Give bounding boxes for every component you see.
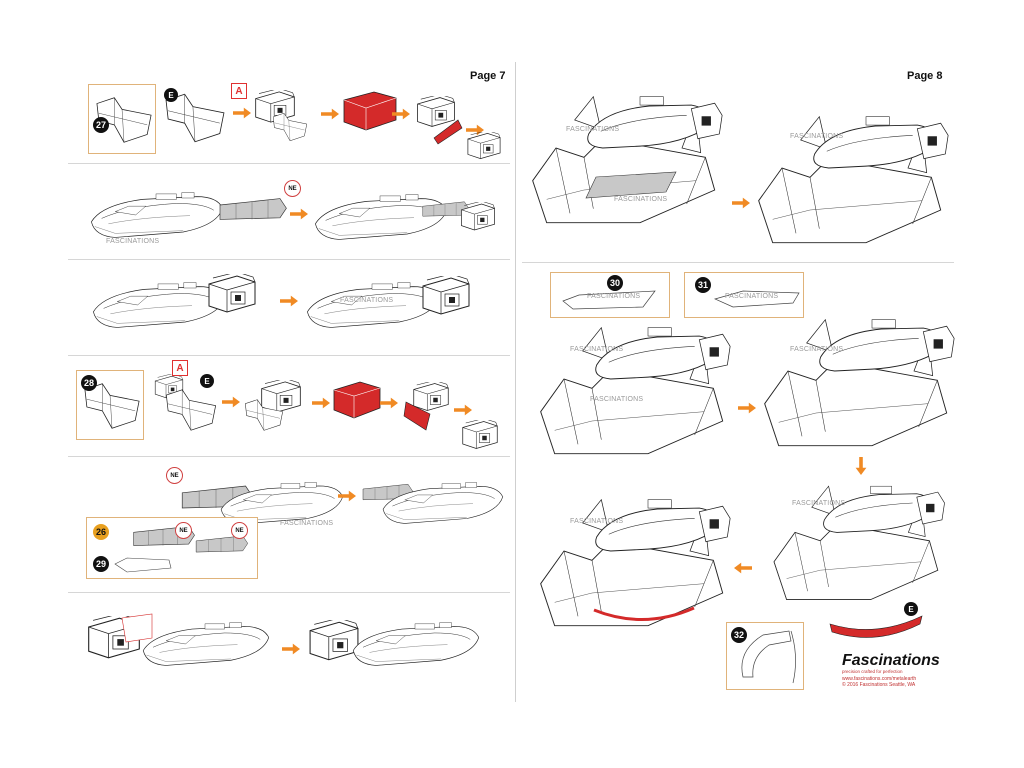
- p8-step2-result: [764, 319, 955, 447]
- step3-engine-box: [208, 274, 256, 313]
- part-number-28: 28: [81, 375, 97, 391]
- watermark: FASCINATIONS: [280, 520, 334, 527]
- step-divider-3: [68, 355, 510, 356]
- tag-a-step1: A: [231, 83, 247, 99]
- step1-fold-stage-2: [255, 90, 308, 142]
- brand-copyright: © 2016 Fascinations Seattle, WA: [842, 682, 916, 688]
- orange-arrow-icon: [380, 397, 398, 409]
- step6-hull: [142, 622, 270, 666]
- orange-arrow-icon: [280, 295, 298, 307]
- orange-arrow-icon: [734, 562, 752, 574]
- orange-arrow-icon: [312, 397, 330, 409]
- orange-arrow-icon: [282, 643, 300, 655]
- step1-fold-stage-4: [417, 96, 463, 145]
- watermark: FASCINATIONS: [614, 196, 668, 203]
- callout-part-28: 28: [76, 370, 144, 440]
- watermark: FASCINATIONS: [590, 396, 644, 403]
- orange-arrow-icon: [855, 457, 867, 475]
- watermark: FASCINATIONS: [570, 518, 624, 525]
- part-number-31: 31: [695, 277, 711, 293]
- step-divider-right-1: [522, 262, 954, 263]
- step3-engine-result: [422, 276, 470, 315]
- tag-ne-step5: NE: [166, 467, 183, 484]
- watermark: FASCINATIONS: [792, 500, 846, 507]
- orange-arrow-icon: [321, 108, 339, 120]
- step1-fold-stage-3-red: [343, 91, 397, 131]
- step-divider-2: [68, 259, 510, 260]
- watermark: FASCINATIONS: [790, 346, 844, 353]
- tag-e-step1: E: [164, 88, 178, 102]
- watermark: FASCINATIONS: [790, 133, 844, 140]
- part-number-29: 29: [93, 556, 109, 572]
- step5-hull-result: [382, 482, 504, 524]
- orange-arrow-icon: [454, 404, 472, 416]
- step4-finished-box: [462, 420, 498, 449]
- watermark: FASCINATIONS: [106, 238, 160, 245]
- p8-step3-assembly: [773, 485, 945, 601]
- watermark: FASCINATIONS: [725, 293, 779, 300]
- step2-cylinder-part: [219, 198, 287, 220]
- page-divider: [515, 62, 516, 702]
- step6-engine-box: [88, 613, 153, 659]
- part-number-32: 32: [731, 627, 747, 643]
- orange-arrow-icon: [392, 108, 410, 120]
- callout-parts-26-29: NE NE 26 29: [86, 517, 258, 579]
- brand-url: www.fascinations.com/metalearth: [842, 676, 917, 682]
- p8-step1-result: [758, 116, 949, 244]
- step4-fold-stage-4: [403, 382, 449, 431]
- brand-logo: Fascinations: [842, 652, 940, 669]
- orange-arrow-icon: [738, 402, 756, 414]
- tag-e-step4: E: [200, 374, 214, 388]
- step-divider-1: [68, 163, 510, 164]
- tag-ne-callout-2: NE: [231, 522, 248, 539]
- callout-part-30: 30 FASCINATIONS: [550, 272, 670, 318]
- tag-ne-callout-1: NE: [175, 522, 192, 539]
- part-32-arch-icon: [741, 630, 796, 684]
- p8-red-strip-part: [829, 615, 923, 638]
- part-number-30: 30: [607, 275, 623, 291]
- callout-part-32: 32: [726, 622, 804, 690]
- watermark: FASCINATIONS: [587, 293, 641, 300]
- part-30-flat-icon: [562, 290, 656, 310]
- step1-finished-box: [467, 132, 501, 160]
- p8-step3-result: [540, 499, 731, 627]
- callout-part-31: 31 FASCINATIONS: [684, 272, 804, 318]
- brand-tagline: precision crafted for perfection: [842, 669, 903, 674]
- tag-e-p8: E: [904, 602, 918, 616]
- part-29-flat-icon: [114, 557, 172, 573]
- orange-arrow-icon: [233, 107, 251, 119]
- page-label-7: Page 7: [470, 70, 506, 82]
- tag-a-step4: A: [172, 360, 188, 376]
- step2-cylinder-box: [422, 201, 495, 231]
- watermark: FASCINATIONS: [340, 297, 394, 304]
- part-number-26: 26: [93, 524, 109, 540]
- step-divider-4: [68, 456, 510, 457]
- p8-step1-assembly: [532, 96, 723, 224]
- part-number-27: 27: [93, 117, 109, 133]
- brand-block: Fascinations precision crafted for perfe…: [842, 652, 952, 688]
- part-31-flat-icon: [713, 290, 800, 308]
- step4-fold-stage-3-red: [333, 381, 381, 419]
- orange-arrow-icon: [338, 490, 356, 502]
- watermark: FASCINATIONS: [570, 346, 624, 353]
- p8-step2-assembly: [540, 327, 731, 455]
- orange-arrow-icon: [222, 396, 240, 408]
- orange-arrow-icon: [732, 197, 750, 209]
- step4-fold-stage-2: [245, 380, 301, 431]
- step6-hull-result: [352, 622, 480, 666]
- watermark: FASCINATIONS: [566, 126, 620, 133]
- step-divider-5: [68, 592, 510, 593]
- tag-ne-step2: NE: [284, 180, 301, 197]
- callout-part-27: 27: [88, 84, 156, 154]
- page-label-8: Page 8: [907, 70, 943, 82]
- orange-arrow-icon: [290, 208, 308, 220]
